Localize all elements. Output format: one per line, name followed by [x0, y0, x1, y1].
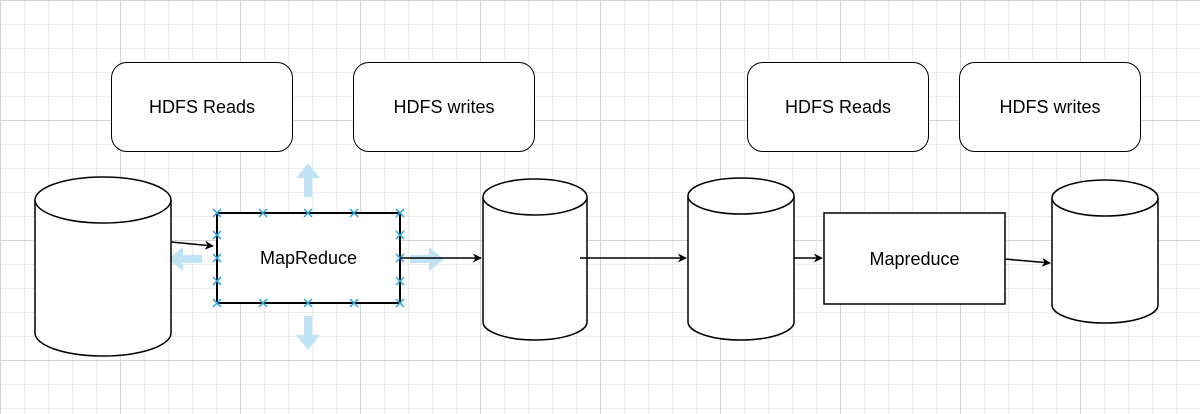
database-cylinder-4[interactable]	[1051, 179, 1159, 324]
resize-arrow-up-icon[interactable]	[296, 163, 320, 197]
resize-arrow-left-icon[interactable]	[168, 247, 202, 271]
handle-x-icon	[395, 298, 405, 308]
selection-markers[interactable]	[212, 208, 405, 308]
mapreduce-process-1[interactable]: MapReduce	[216, 212, 401, 304]
connector-mapreduce2-to-cylinder4[interactable]	[1004, 257, 1051, 267]
database-cylinder-3[interactable]	[687, 177, 795, 341]
hdfs-reads-label-2: HDFS Reads	[784, 96, 892, 117]
handle-x-icon	[349, 208, 359, 218]
handle-x-icon	[395, 208, 405, 218]
database-cylinder-2[interactable]	[482, 178, 588, 341]
handle-x-icon	[258, 298, 268, 308]
hdfs-reads-label-1: HDFS Reads	[148, 96, 256, 117]
mapreduce-label-1: MapReduce	[260, 248, 357, 268]
hdfs-reads-box-1[interactable]: HDFS Reads	[111, 62, 293, 152]
handle-x-icon	[258, 208, 268, 218]
handle-x-icon	[212, 276, 222, 286]
handle-x-icon	[395, 276, 405, 286]
hdfs-reads-box-2[interactable]: HDFS Reads	[747, 62, 929, 152]
handle-x-icon	[212, 208, 222, 218]
selection-handles[interactable]	[168, 163, 444, 350]
resize-arrow-down-icon[interactable]	[296, 316, 320, 350]
mapreduce-label-2: Mapreduce	[869, 249, 959, 269]
hdfs-writes-box-1[interactable]: HDFS writes	[353, 62, 535, 152]
handle-x-icon	[212, 253, 222, 263]
handle-x-icon	[212, 298, 222, 308]
handle-x-icon	[303, 298, 313, 308]
resize-arrow-right-icon[interactable]	[410, 247, 444, 271]
handle-x-icon	[349, 298, 359, 308]
hdfs-writes-label-1: HDFS writes	[393, 96, 495, 117]
connector-cylinder1-to-mapreduce1[interactable]	[170, 240, 214, 250]
mapreduce-process-2[interactable]: Mapreduce	[823, 212, 1006, 305]
hdfs-writes-label-2: HDFS writes	[999, 96, 1101, 117]
handle-x-icon	[303, 208, 313, 218]
handle-x-icon	[212, 230, 222, 240]
database-cylinder-1[interactable]	[34, 176, 172, 357]
hdfs-writes-box-2[interactable]: HDFS writes	[959, 62, 1141, 152]
handle-x-icon	[395, 230, 405, 240]
